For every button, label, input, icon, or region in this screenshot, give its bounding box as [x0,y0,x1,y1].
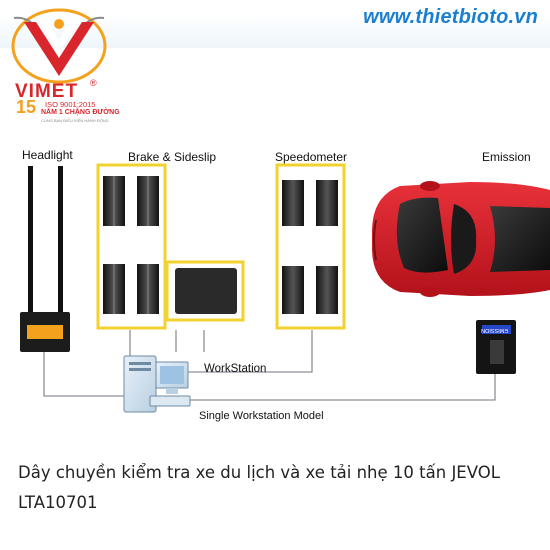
label-headlight: Headlight [22,148,73,162]
brake-sideslip-rig[interactable] [96,163,167,330]
logo-subslogan: CÙNG BẠN ĐIỀU KIỆN HÀNH ĐỘNG [41,118,109,123]
label-single-workstation-model: Single Workstation Model [199,410,324,422]
speedometer-rig[interactable] [275,163,346,330]
brake-roller-pair-front [103,176,159,226]
logo-slogan: NĂM 1 CHẶNG ĐƯỜNG [41,109,120,116]
car [372,181,550,297]
emission-device-label: EMISSION [481,327,508,333]
logo-years: 15 [16,97,37,117]
logo-iso: ISO 9001:2015 [45,100,96,109]
logo-brand: VIMET [15,81,79,102]
headlight-tester[interactable] [20,166,70,352]
label-brake-sideslip: Brake & Sideslip [128,150,217,164]
label-speedometer: Speedometer [275,150,348,164]
headlight-display [27,325,63,339]
website-url[interactable]: www.thietbioto.vn [363,6,538,28]
vimet-logo [11,8,107,84]
workstation-computer[interactable] [123,355,191,413]
caption-text: Dây chuyền kiểm tra xe du lịch và xe tải… [18,463,500,512]
label-emission: Emission [482,150,531,164]
sideslip-display[interactable] [165,260,245,322]
brake-roller-pair-rear [103,264,159,314]
network-wires [43,330,496,401]
emission-analyzer[interactable] [476,320,516,374]
logo-registered: ® [90,78,97,88]
label-workstation: WorkStation [204,363,267,375]
